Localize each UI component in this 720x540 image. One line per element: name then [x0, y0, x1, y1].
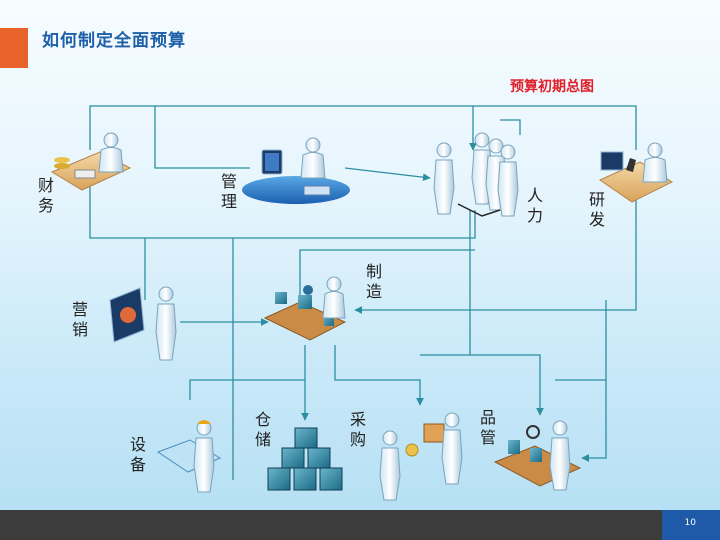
page-number: 10 — [684, 518, 696, 528]
equipment-icon — [156, 420, 222, 493]
procurement-icon — [379, 412, 463, 501]
node-label-procurement: 采购 — [349, 410, 366, 449]
node-label-finance: 财务 — [37, 176, 54, 215]
footer-bar — [0, 510, 720, 540]
node-label-marketing: 营销 — [71, 300, 88, 339]
finance-icon — [50, 132, 132, 191]
node-label-equipment: 设备 — [129, 435, 146, 474]
node-label-quality: 品管 — [479, 408, 496, 447]
title-accent-bar — [0, 28, 28, 68]
node-label-warehouse: 仓储 — [254, 410, 271, 449]
quality-icon — [493, 420, 582, 491]
node-label-hr: 人力 — [526, 186, 543, 225]
node-label-rnd: 研发 — [588, 190, 605, 229]
node-label-management: 管理 — [220, 172, 237, 211]
node-label-manufacturing: 制造 — [365, 262, 382, 301]
hr-icon — [433, 132, 519, 217]
management-icon — [242, 137, 350, 204]
marketing-icon — [109, 286, 177, 361]
diagram-title: 预算初期总图 — [510, 79, 594, 95]
page-title: 如何制定全面预算 — [42, 31, 186, 51]
warehouse-icon — [267, 427, 343, 491]
page-number-box — [662, 510, 720, 540]
manufacturing-icon — [263, 276, 347, 341]
rnd-icon — [598, 142, 674, 203]
workflow-diagram — [50, 105, 674, 501]
